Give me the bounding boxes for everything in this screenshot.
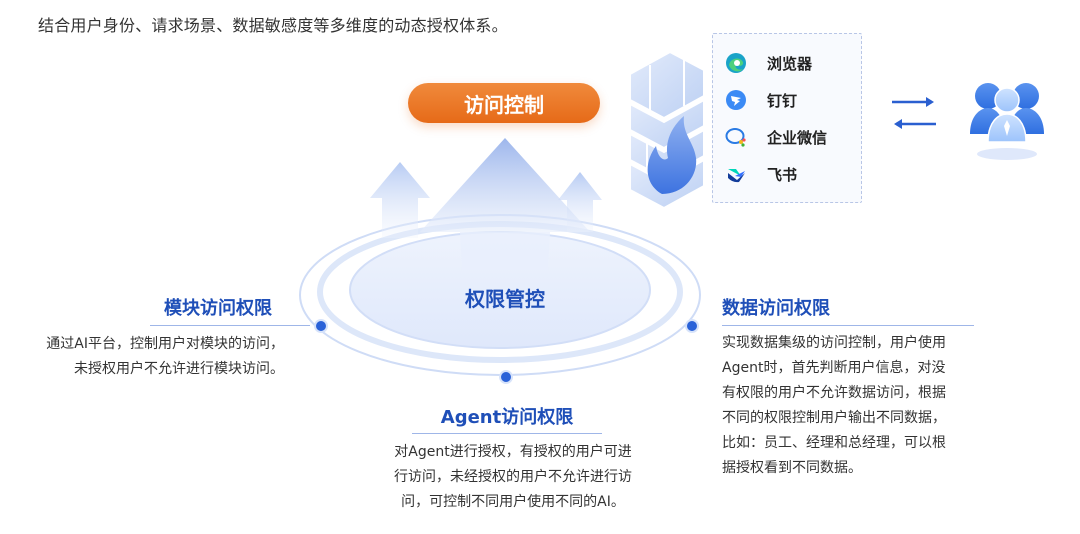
data-desc-line: 有权限的用户不允许数据访问，根据 bbox=[722, 385, 946, 401]
client-apps-panel: 浏览器 钉钉 企业微信 飞书 bbox=[712, 33, 862, 203]
module-desc-line: 通过AI平台，控制用户对模块的访问， bbox=[46, 336, 284, 352]
agent-desc-line: 行访问，未经授权的用户不允许进行访 bbox=[394, 469, 632, 485]
feishu-icon bbox=[725, 163, 747, 185]
app-item-wecom: 企业微信 bbox=[725, 125, 827, 149]
module-access-description: 通过AI平台，控制用户对模块的访问， 未授权用户不允许进行模块访问。 bbox=[14, 332, 284, 382]
agent-access-title: Agent访问权限 bbox=[440, 407, 574, 428]
data-desc-line: 据授权看到不同数据。 bbox=[722, 460, 862, 476]
app-label: 钉钉 bbox=[767, 91, 798, 110]
agent-access-description: 对Agent进行授权，有授权的用户可进 行访问，未经授权的用户不允许进行访 问，… bbox=[370, 440, 656, 515]
data-desc-line: Agent时，首先判断用户信息，对没 bbox=[722, 360, 946, 376]
center-triangle-shape bbox=[420, 138, 590, 232]
flame-shape bbox=[647, 116, 697, 194]
data-ring-dot bbox=[685, 319, 699, 333]
data-desc-line: 不同的权限控制用户输出不同数据， bbox=[722, 410, 946, 426]
wecom-icon bbox=[725, 126, 747, 148]
agent-desc-line: 对Agent进行授权，有授权的用户可进 bbox=[394, 444, 632, 460]
data-desc-line: 比如：员工、经理和总经理，可以根 bbox=[722, 435, 946, 451]
app-item-feishu: 飞书 bbox=[725, 162, 797, 186]
permission-control-label: 权限管控 bbox=[465, 287, 545, 311]
firewall-icon bbox=[629, 50, 705, 210]
agent-ring-dot bbox=[499, 370, 513, 384]
data-title-underline bbox=[722, 325, 974, 326]
data-access-description: 实现数据集级的访问控制，用户使用 Agent时，首先判断用户信息，对没 有权限的… bbox=[722, 331, 992, 481]
app-item-dingtalk: 钉钉 bbox=[725, 88, 797, 112]
permission-platform-illustration bbox=[299, 138, 701, 376]
module-desc-line: 未授权用户不允许进行模块访问。 bbox=[74, 361, 284, 377]
app-label: 浏览器 bbox=[767, 54, 813, 73]
app-item-browser: 浏览器 bbox=[725, 51, 812, 75]
data-access-title: 数据访问权限 bbox=[722, 298, 830, 319]
module-access-title: 模块访问权限 bbox=[164, 298, 272, 319]
edge-browser-icon bbox=[725, 52, 747, 74]
agent-desc-line: 问，可控制不同用户使用不同的AI。 bbox=[401, 494, 625, 510]
center-triangle-stem bbox=[460, 232, 550, 270]
app-label: 企业微信 bbox=[767, 128, 828, 147]
agent-title-underline bbox=[412, 433, 602, 434]
left-arrow-shape bbox=[370, 162, 430, 238]
data-desc-line: 实现数据集级的访问控制，用户使用 bbox=[722, 335, 946, 351]
module-title-underline bbox=[150, 325, 310, 326]
app-label: 飞书 bbox=[767, 165, 798, 184]
module-ring-dot bbox=[314, 319, 328, 333]
users-group-icon bbox=[970, 83, 1044, 160]
access-control-badge: 访问控制 bbox=[408, 83, 600, 123]
dingtalk-icon bbox=[725, 89, 747, 111]
intro-text: 结合用户身份、请求场景、数据敏感度等多维度的动态授权体系。 bbox=[38, 16, 508, 35]
bidirectional-arrows-icon bbox=[892, 97, 936, 129]
